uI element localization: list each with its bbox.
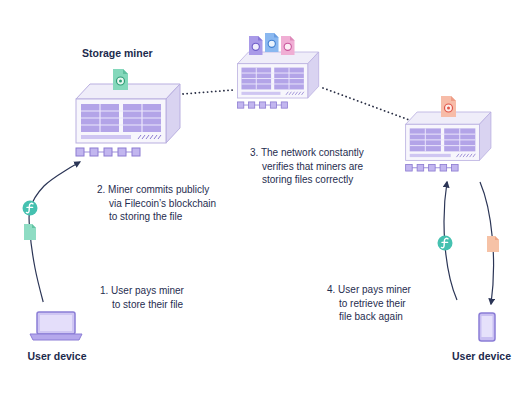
device-label: User device (28, 350, 87, 363)
user-device: User device (447, 304, 516, 366)
phone-body (479, 313, 495, 341)
file-fold (32, 224, 36, 228)
coin-disc (438, 236, 453, 251)
laptop-screen (37, 312, 75, 334)
coin-symbol (441, 238, 448, 247)
step-note: 1. User pays miner to store their file (100, 284, 190, 311)
file-icon (441, 96, 456, 117)
step-note: 2. Miner commits publicly via Filecoin’s… (97, 183, 219, 224)
file-fold (258, 36, 263, 41)
file-icon (24, 224, 36, 240)
node-heading: Storage miner (82, 47, 153, 60)
laptop-base (30, 334, 82, 340)
file-emblem (284, 43, 291, 50)
filecoin-coin (438, 236, 453, 251)
file-fold (274, 33, 279, 38)
file-fold (123, 69, 128, 74)
phone-screen (482, 316, 493, 337)
file-fold (495, 236, 499, 240)
user-device: User device (23, 302, 92, 366)
network-link (183, 90, 233, 94)
file-icon (487, 236, 499, 252)
file-icon (113, 69, 128, 90)
file-shape (487, 236, 499, 252)
file-shape (24, 224, 36, 240)
file-emblem (445, 104, 453, 112)
storage-miner: Storage miner (72, 44, 184, 162)
file-shape (441, 96, 456, 117)
server-illustration (76, 84, 180, 156)
device-label: User device (452, 350, 511, 363)
step-note: 4. User pays miner to retrieve their fil… (327, 283, 417, 324)
file-emblem (268, 40, 275, 47)
coin-symbol (26, 203, 33, 212)
file-shape (265, 33, 279, 52)
file-icon (281, 36, 295, 55)
file-emblem (447, 107, 450, 110)
server-illustration (238, 52, 319, 108)
file-emblem (252, 43, 259, 50)
step-note: 3. The network constantly verifies that … (250, 146, 372, 187)
file-icon (249, 36, 263, 55)
file-fold (290, 36, 295, 41)
file-shape (249, 36, 263, 55)
file-fold (451, 96, 456, 101)
laptop-display (40, 315, 72, 331)
file-emblem (119, 80, 122, 83)
file-shape (281, 36, 295, 55)
flow-arrow (29, 162, 80, 302)
coin-disc (23, 201, 38, 216)
network-link (323, 88, 412, 121)
filecoin-coin (23, 201, 38, 216)
file-icon (265, 33, 279, 52)
file-shape (113, 69, 128, 90)
file-emblem (117, 77, 125, 85)
server-illustration (406, 112, 491, 171)
